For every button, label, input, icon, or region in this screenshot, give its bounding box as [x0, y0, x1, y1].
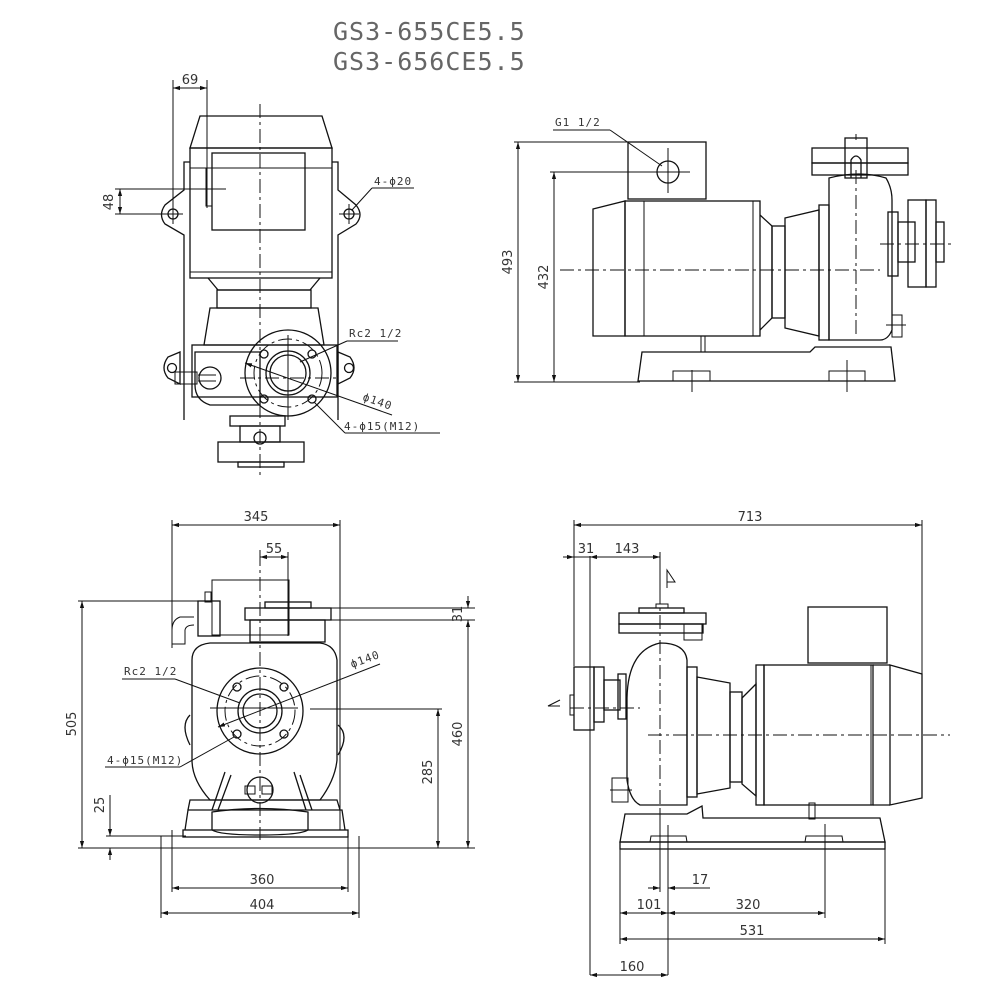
suction-flange: [573, 666, 595, 731]
outlet-flange-top: [638, 607, 685, 614]
dim-terminal-height: 48: [102, 194, 117, 211]
pump-casing: [626, 642, 688, 806]
inlet-flow-arrow-icon: [547, 699, 561, 707]
dim-small-offset: 17: [692, 873, 709, 888]
dim-flange-thickness: 31: [451, 606, 466, 623]
dim-outlet-offset: 143: [615, 542, 640, 557]
drawing-title: GS3-655CE5.5 GS3-656CE5.5: [333, 17, 526, 76]
note-outlet-thread: Rc2 1/2: [349, 327, 402, 340]
dim-width-overall: 345: [244, 510, 269, 525]
dim-overall-length: 713: [738, 510, 763, 525]
note-inlet-thread: Rc2 1/2: [124, 665, 177, 678]
dim-base-front: 101: [637, 898, 662, 913]
baseplate: [637, 346, 896, 382]
front-view: 345 55 31 505 460 285 25 360: [65, 510, 475, 918]
terminal-box: [211, 152, 306, 231]
rear-side-view: 713 31 143 17 101 320 531 160: [547, 510, 950, 978]
motor-fan-cover: [889, 664, 923, 806]
note-flange-bolts: 4-ϕ15(M12): [344, 420, 420, 433]
motor-fan-cover: [189, 115, 333, 149]
model-number-1: GS3-655CE5.5: [333, 17, 526, 46]
motor-body: [189, 147, 333, 279]
dim-base-height: 25: [93, 797, 108, 814]
note-mount-holes: 4-ϕ20: [374, 175, 412, 188]
dim-overall-height: 493: [501, 250, 516, 275]
dim-flange-offset: 31: [578, 542, 595, 557]
dim-total-height: 505: [65, 712, 80, 737]
side-view: 493 432 G1 1/2: [501, 116, 952, 392]
note-priming-port: G1 1/2: [555, 116, 601, 129]
baseplate: [182, 829, 349, 838]
pump-casing: [191, 642, 338, 801]
baseplate: [619, 804, 886, 843]
dim-base-length: 531: [740, 924, 765, 939]
dim-bolt-spacing: 320: [736, 898, 761, 913]
right-mount-lug: [332, 161, 361, 420]
note-flange-bolts: 4-ϕ15(M12): [107, 754, 183, 767]
pump-casing: [828, 173, 893, 341]
top-view: 69 48 4-ϕ20 Rc2 1/2 ϕ140 4-ϕ15(M12): [102, 73, 440, 476]
motor-body: [624, 200, 761, 337]
drain-plug: [198, 366, 222, 390]
dim-terminal-offset: 69: [182, 73, 199, 88]
motor-adapter: [216, 289, 312, 309]
terminal-box: [807, 606, 888, 664]
cable-gland: [197, 600, 221, 637]
note-flange-dia: ϕ140: [349, 648, 382, 671]
dim-offset: 55: [266, 542, 283, 557]
outlet-flow-arrow-icon: [666, 568, 676, 588]
dim-bolt-span: 360: [250, 873, 275, 888]
motor-fan-cover: [592, 200, 626, 337]
dim-base-width: 404: [250, 898, 275, 913]
dim-center-height: 285: [421, 760, 436, 785]
pump-bracket: [784, 209, 820, 337]
terminal-box: [627, 141, 707, 200]
dim-outlet-height: 460: [451, 722, 466, 747]
dim-inlet-to-bolt: 160: [620, 960, 645, 975]
pump-bracket: [203, 307, 325, 346]
inlet-flange-side: [217, 441, 305, 463]
dim-port-height: 432: [537, 265, 552, 290]
model-number-2: GS3-656CE5.5: [333, 47, 526, 76]
